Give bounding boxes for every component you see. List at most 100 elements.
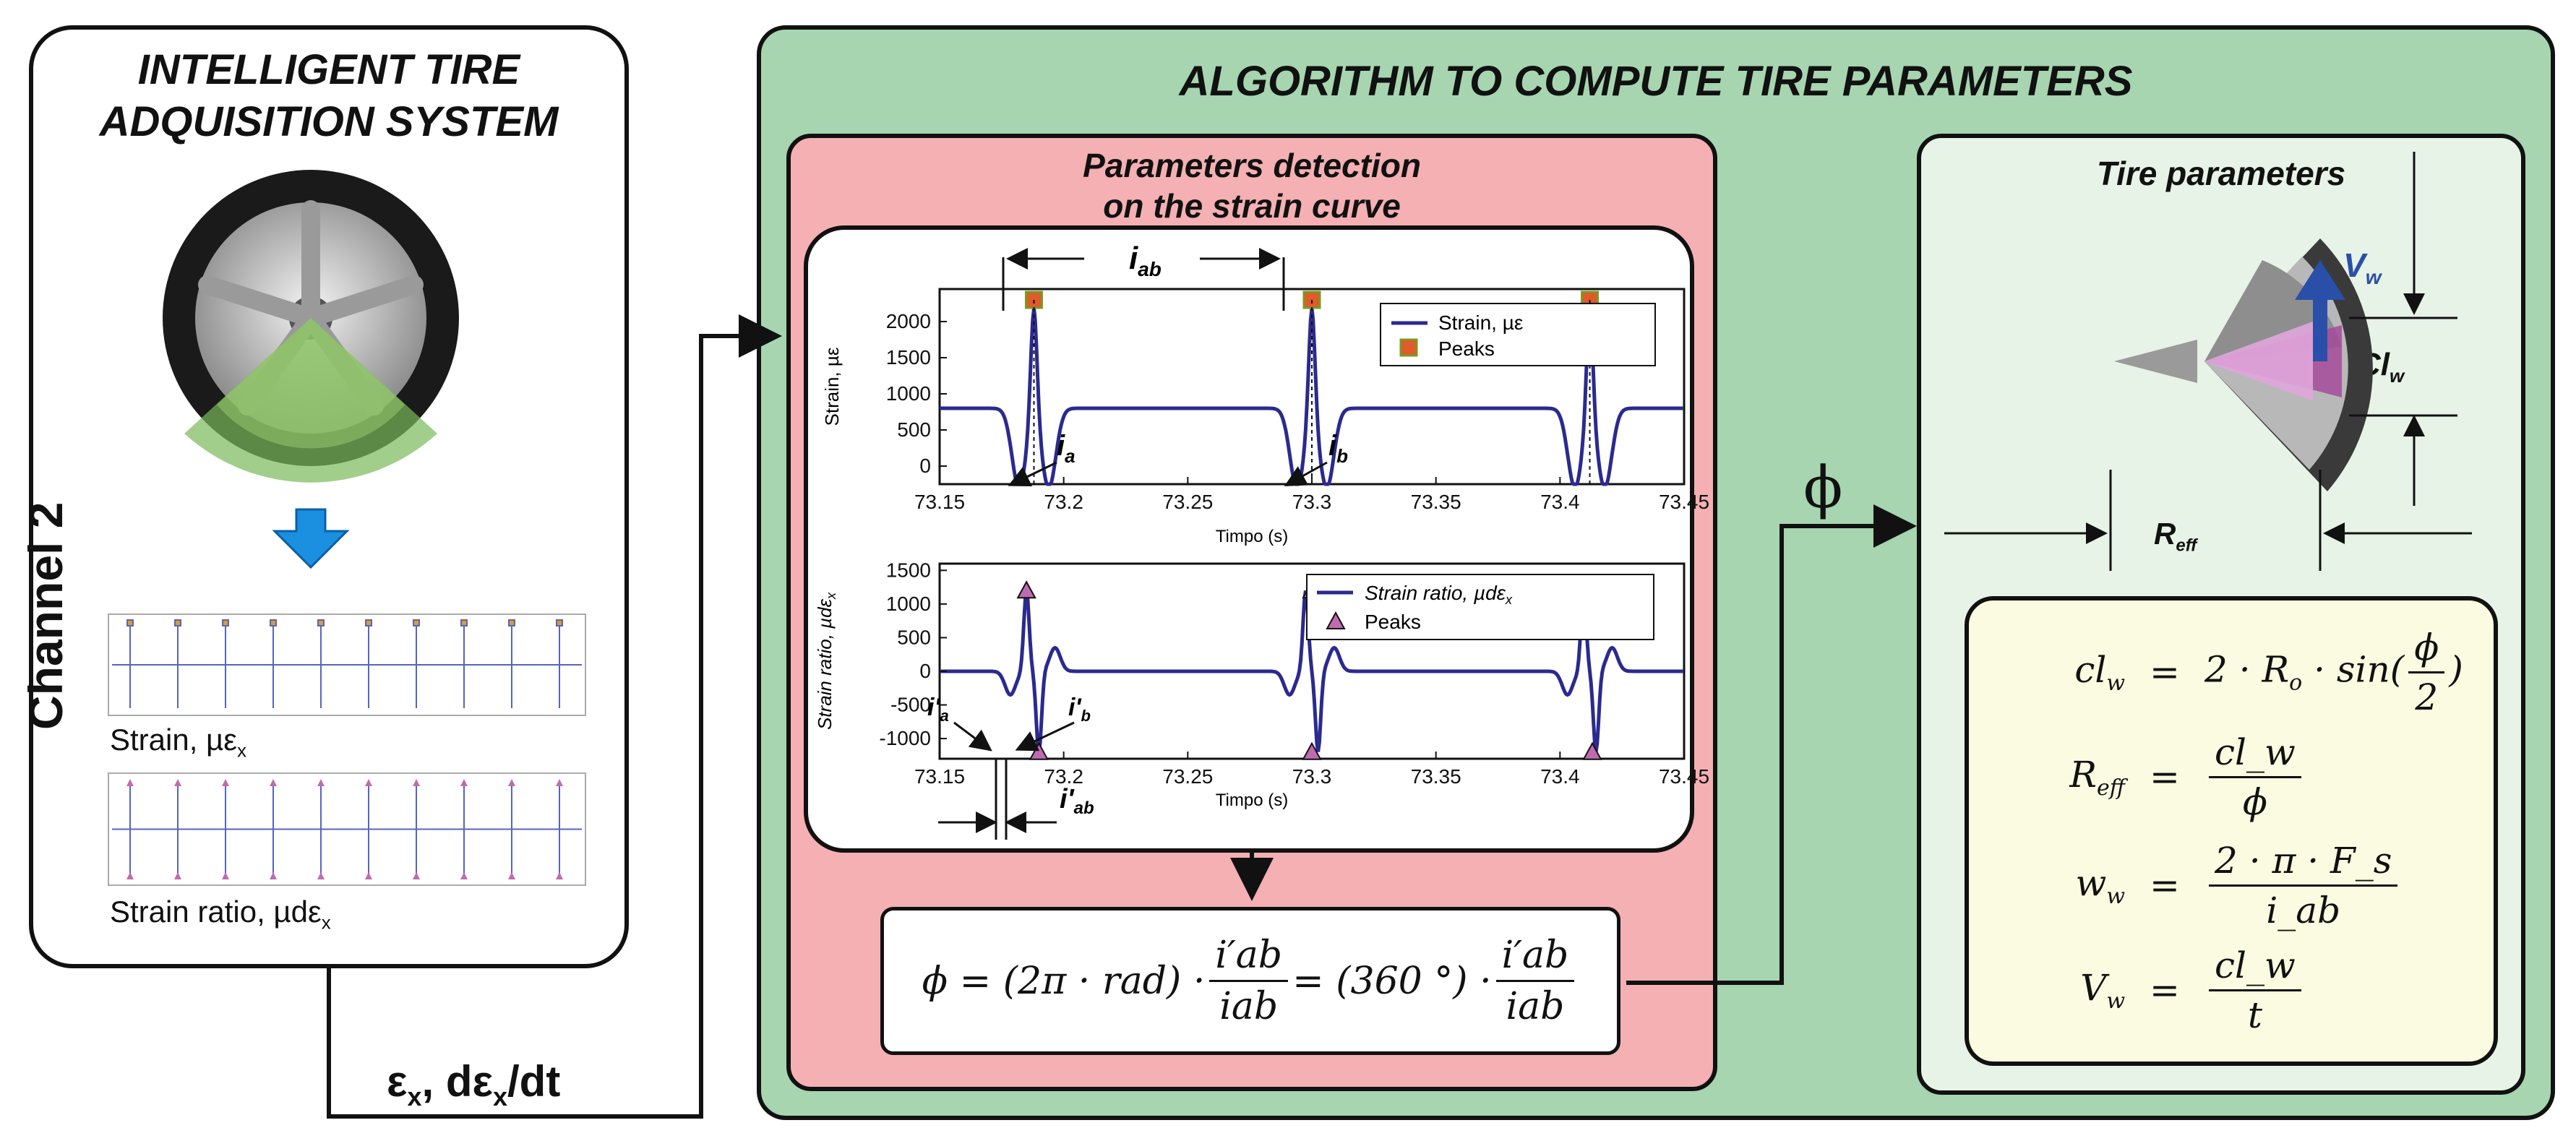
ia-prime-pointer [953, 721, 992, 752]
thumb-peak [365, 779, 372, 786]
connector-acq-to-algo [327, 314, 782, 1119]
thumb-peak [556, 779, 563, 786]
y-tick-label: 0 [919, 455, 931, 477]
phi-eq-frac2-den: iab [1506, 985, 1565, 1028]
thumb-peak [365, 872, 372, 879]
detection-title-line1: Parameters detection [1083, 147, 1421, 184]
eq1-equals: = [2150, 651, 2180, 693]
phi-eq-frac1-den: iab [1219, 985, 1279, 1028]
down-arrow-icon [272, 508, 350, 569]
x-tick-label: 73.15 [914, 765, 965, 788]
strain-ratio-chart-ylabel: Strain ratio, µdεx [814, 592, 838, 730]
thumb-peak [174, 619, 181, 627]
phi-eq-frac2-num: i′ab [1495, 934, 1575, 982]
ib-pointer [1284, 461, 1328, 486]
y-tick-label: 1500 [886, 559, 931, 581]
y-tick-label: -1000 [879, 727, 931, 749]
x-tick-label: 73.45 [1659, 765, 1709, 788]
eq3-equals: = [2150, 864, 2180, 906]
x-tick-label: 73.45 [1659, 491, 1709, 513]
peak-triangle-marker [1582, 741, 1602, 760]
strain-chart-xlabel: Timpo (s) [1216, 527, 1288, 546]
peak-triangle-marker [1016, 580, 1036, 599]
tire-parameters-title: Tire parameters [2096, 155, 2346, 192]
thumb-peak [413, 872, 420, 879]
x-tick-label: 73.4 [1540, 491, 1580, 513]
thumb-peak [317, 779, 325, 786]
x-tick-label: 73.25 [1162, 765, 1213, 788]
iab-annotation: iab [1129, 241, 1162, 280]
legend-peak-triangle-icon [1326, 611, 1346, 629]
thumb-peak [270, 619, 277, 627]
vw-arrow-icon [2295, 260, 2345, 361]
acquisition-title: INTELLIGENT TIRE ADQUISITION SYSTEM [33, 44, 624, 148]
thumb-peak [174, 779, 181, 786]
tire-sector-illustration [2114, 238, 2373, 491]
phi-eq-frac1-num: i′ab [1209, 934, 1289, 982]
thumb-peak [413, 779, 420, 786]
legend2-peaks: Peaks [1365, 611, 1421, 633]
x-tick-label: 73.3 [1292, 491, 1332, 513]
tire-wheel-illustration [163, 170, 459, 483]
y-tick-label: 0 [919, 660, 931, 682]
eq1-lhs: clw [2074, 648, 2125, 696]
legend-strain-ratio: Strain ratio, µdεx [1365, 582, 1513, 607]
reff-label: Reff [2154, 517, 2197, 556]
output-signal-label: εx, dεx/dt [387, 1057, 561, 1111]
thumb-peak [365, 619, 372, 627]
y-tick-label: 500 [897, 626, 931, 648]
y-tick-label: 2000 [886, 310, 931, 332]
y-tick-label: 1500 [886, 346, 931, 369]
acquisition-title-line1: INTELLIGENT TIRE [137, 46, 520, 93]
strain-curve [940, 308, 1683, 486]
strain-chart-legend [1380, 303, 1656, 366]
thumb2-label: Strain ratio, µdεx [110, 895, 331, 934]
thumb-peak [222, 779, 229, 786]
ib-prime-pointer [1015, 721, 1075, 752]
ia-pointer [1008, 461, 1057, 487]
thumb-peak [174, 872, 181, 879]
thumb-peak [508, 872, 515, 879]
thumb-peak [460, 619, 468, 627]
thumb-peak [222, 619, 229, 627]
thumb-peak [126, 872, 134, 879]
thumb-peak [317, 619, 325, 627]
thumb-peak [413, 619, 420, 627]
phi-output-label: ϕ [1803, 454, 1843, 521]
x-tick-label: 73.35 [1411, 765, 1461, 788]
x-tick-label: 73.4 [1540, 765, 1580, 788]
x-tick-label: 73.15 [914, 491, 965, 513]
eq4-equals: = [2150, 969, 2180, 1011]
equations-box [1965, 596, 2498, 1066]
algorithm-title: ALGORITHM TO COMPUTE TIRE PARAMETERS [1179, 58, 2133, 105]
iab-prime-annotation: i'ab [1060, 784, 1094, 818]
thumb-peak [222, 872, 229, 879]
thumb-peak [556, 872, 563, 879]
x-tick-label: 73.25 [1162, 491, 1213, 513]
y-tick-label: 500 [897, 418, 931, 441]
legend-strain: Strain, µε [1438, 311, 1523, 334]
thumb-peak [126, 779, 134, 786]
thumb-peak [126, 619, 134, 627]
eq4-lhs: Vw [2080, 966, 2125, 1014]
strain-thumbnail [108, 613, 586, 716]
x-tick-label: 73.35 [1411, 491, 1461, 513]
thumb-peak [460, 779, 468, 786]
strain-ratio-thumbnail [108, 772, 586, 886]
eq3-lhs: ww [2075, 861, 2126, 909]
strain-chart-ylabel: Strain, µε [821, 347, 843, 426]
peak-triangle-marker [1302, 741, 1322, 760]
thumb-peak [270, 779, 277, 786]
